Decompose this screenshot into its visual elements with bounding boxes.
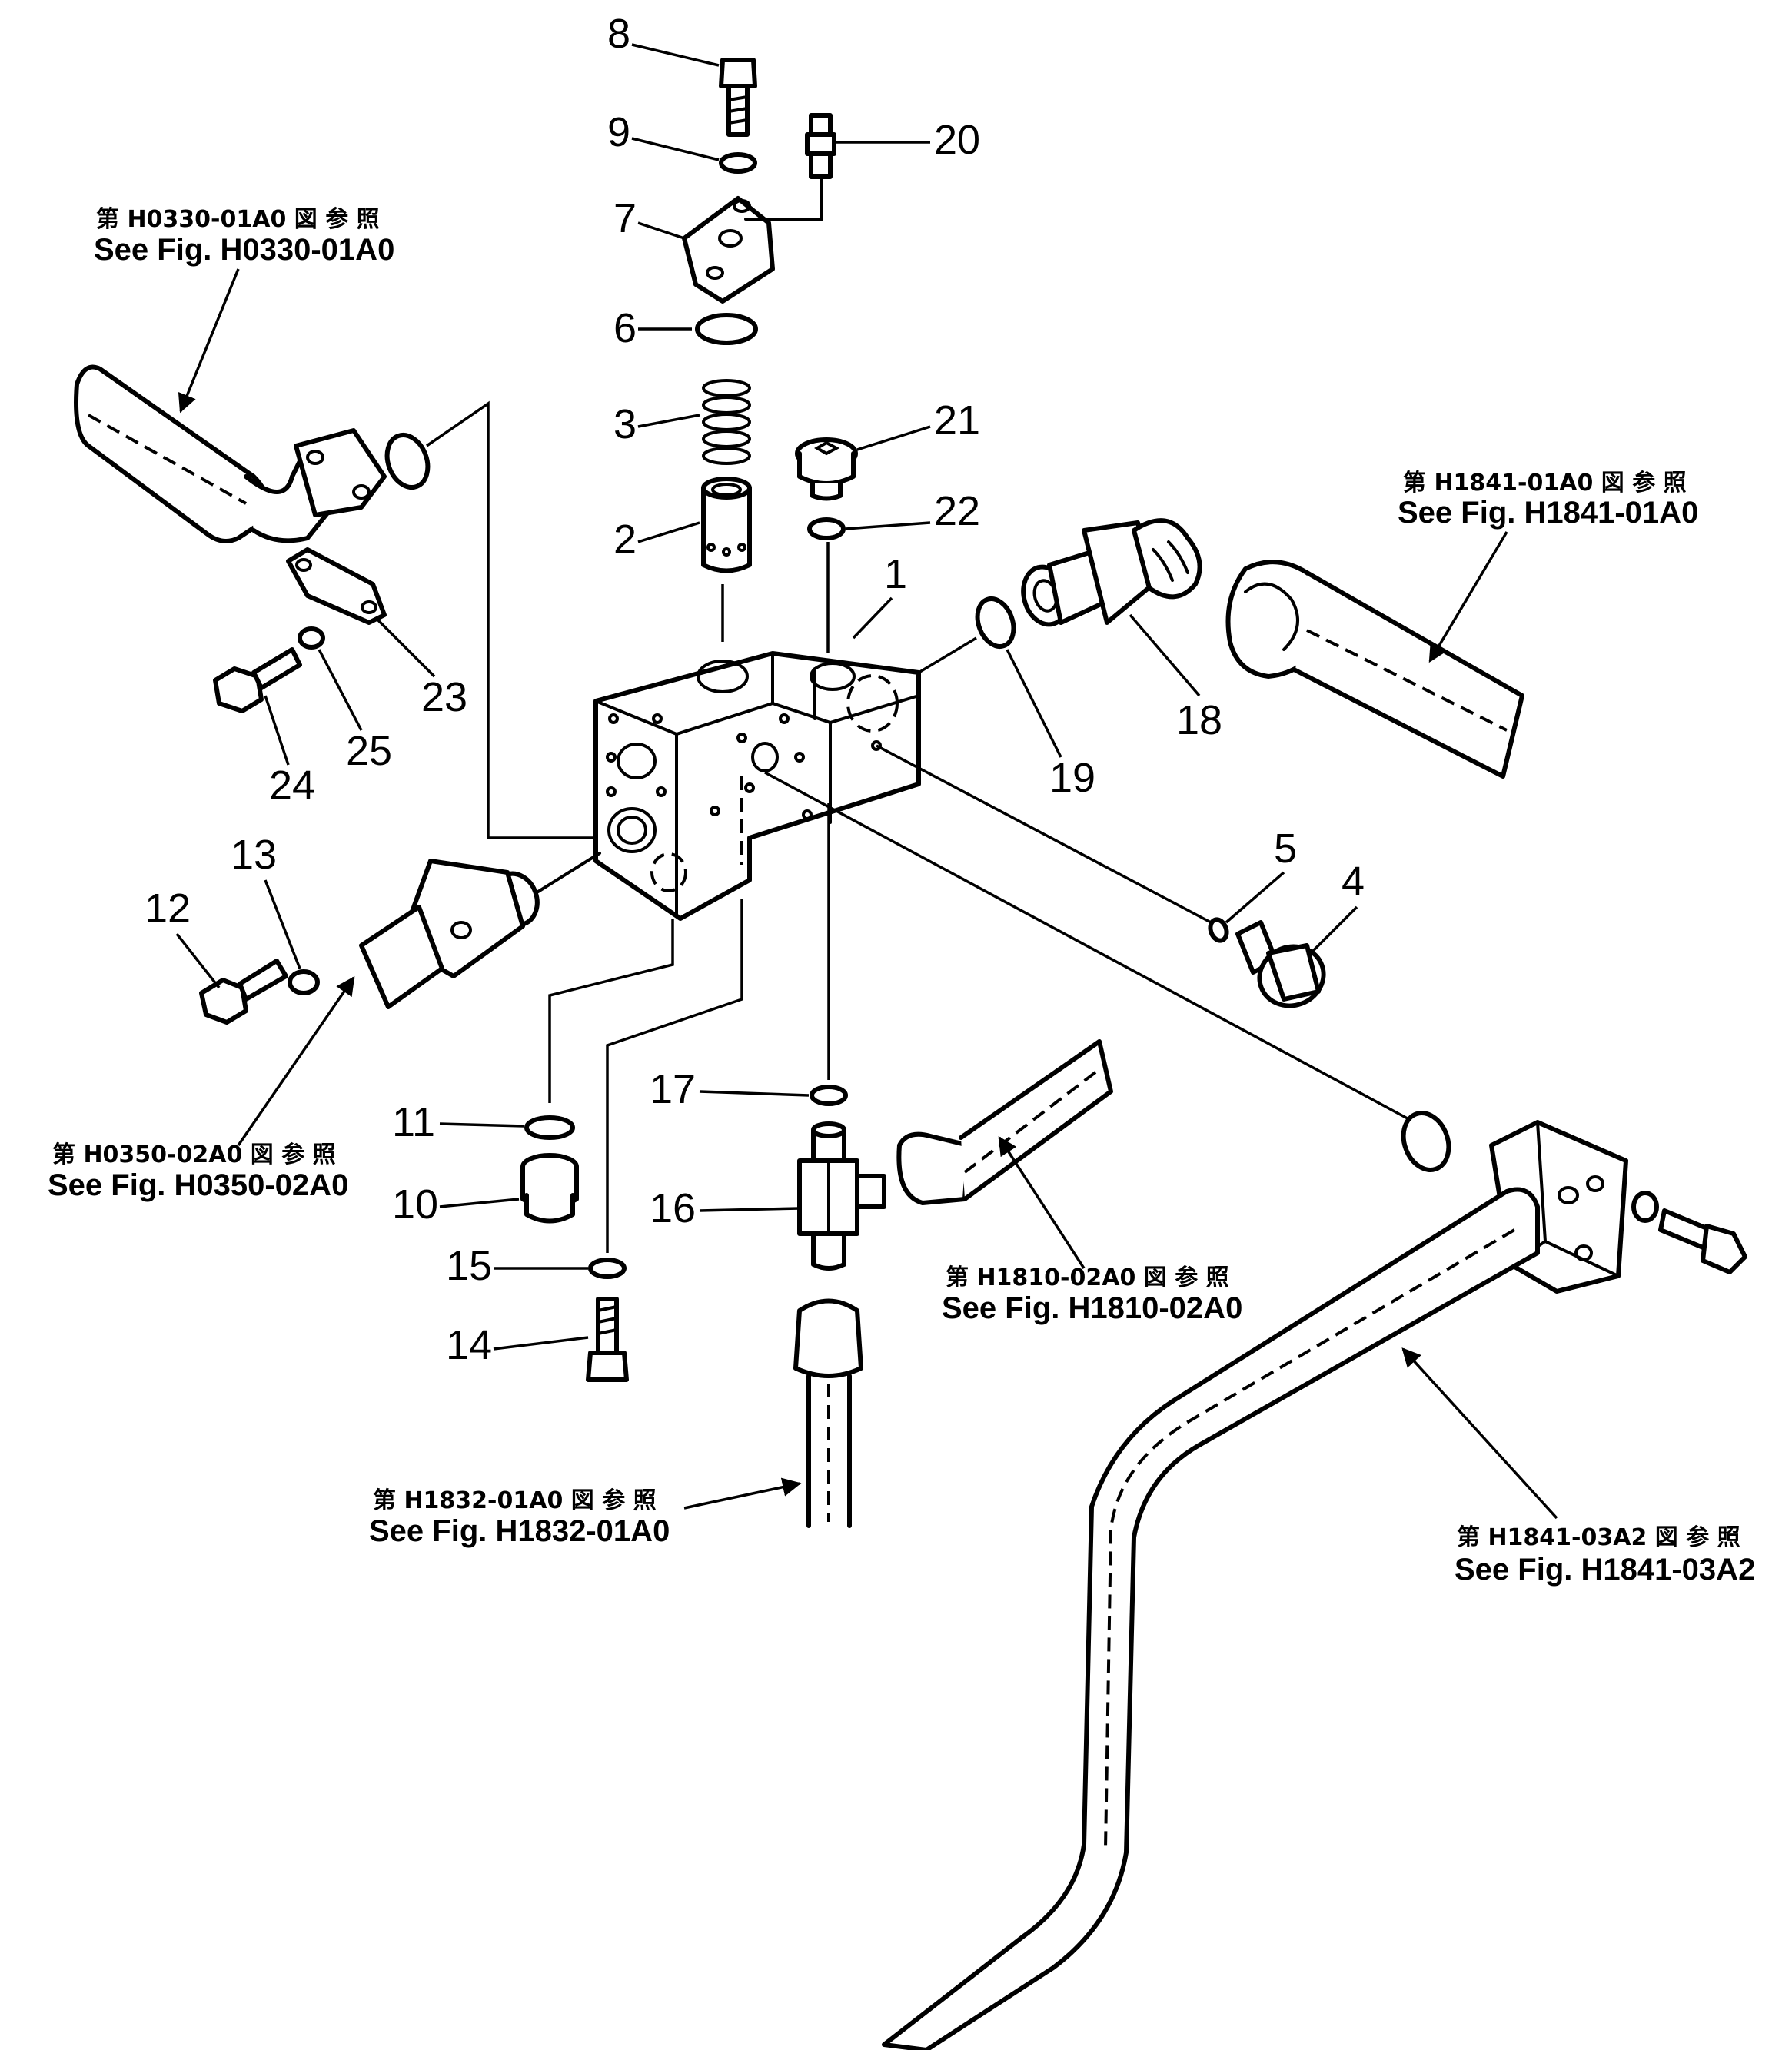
callout-18: 18 — [1176, 697, 1222, 743]
pipe-h1841-03a2 — [882, 1120, 1628, 2050]
callout-25: 25 — [346, 728, 392, 774]
spring-3 — [702, 379, 751, 465]
fitting-20 — [744, 113, 836, 221]
bolt-14-guide-line — [606, 899, 743, 1253]
callout-12: 12 — [145, 885, 191, 932]
callout-21: 21 — [934, 397, 980, 444]
reference-h0350: 第 H0350-02A0 図 参 照 See Fig. H0350-02A0 — [48, 975, 355, 1202]
callout-6: 6 — [613, 305, 637, 351]
right-guide-line — [918, 636, 977, 674]
reference-en: See Fig. H0350-02A0 — [48, 1168, 348, 1202]
elbow-fitting-18 — [1021, 518, 1202, 627]
tee-fitting-16 — [797, 1121, 886, 1271]
reference-jp: 第 H1841-01A0 図 参 照 — [1403, 470, 1687, 497]
washer-right — [1631, 1191, 1659, 1223]
callout-23: 23 — [421, 674, 467, 720]
callout-22: 22 — [934, 488, 980, 534]
callout-9: 9 — [607, 109, 630, 155]
reference-jp: 第 H0350-02A0 図 参 照 — [52, 1141, 336, 1168]
plug-10-guide-line — [548, 919, 674, 1103]
o-ring-6 — [695, 313, 758, 345]
washer-9 — [719, 152, 757, 174]
hose-h1810-02a0 — [896, 1039, 1113, 1205]
left-guide-line — [426, 400, 596, 839]
callout-1: 1 — [884, 551, 907, 597]
callout-16: 16 — [650, 1185, 696, 1231]
hose-h1832-01a0 — [793, 1298, 863, 1528]
plug-21 — [795, 437, 858, 501]
bolt-12 — [199, 959, 288, 1025]
split-flange-23 — [286, 547, 387, 625]
o-ring-5 — [1208, 917, 1229, 943]
reference-en: See Fig. H1832-01A0 — [369, 1514, 670, 1548]
reference-h1810: 第 H1810-02A0 図 参 照 See Fig. H1810-02A0 — [942, 1135, 1242, 1325]
plug-4 — [1235, 920, 1326, 1008]
callout-8: 8 — [607, 11, 630, 57]
plug-4-guide-line — [876, 744, 1212, 924]
callout-19: 19 — [1049, 755, 1095, 801]
hose-h1841-01a0 — [1225, 560, 1524, 779]
reference-h1832: 第 H1832-01A0 図 参 照 See Fig. H1832-01A0 — [369, 1477, 802, 1548]
connector-h0350-02a0 — [359, 852, 601, 1009]
reference-en: See Fig. H1841-03A2 — [1455, 1553, 1755, 1587]
reference-en: See Fig. H0330-01A0 — [94, 233, 394, 267]
spool-2 — [701, 477, 752, 573]
reference-en: See Fig. H1841-01A0 — [1398, 496, 1698, 530]
o-ring-11 — [524, 1115, 575, 1140]
reference-jp: 第 H1832-01A0 図 参 照 — [373, 1487, 657, 1514]
bolt-8 — [719, 58, 757, 137]
reference-h1841-01: 第 H1841-01A0 図 参 照 See Fig. H1841-01A0 — [1398, 470, 1698, 663]
o-ring-left — [384, 433, 431, 490]
plug-10 — [520, 1153, 579, 1224]
callout-10: 10 — [392, 1181, 438, 1228]
callout-5: 5 — [1274, 826, 1297, 872]
callout-14: 14 — [446, 1322, 492, 1368]
bolt-right — [1658, 1208, 1747, 1274]
callout-13: 13 — [231, 832, 277, 878]
callout-2: 2 — [613, 517, 637, 563]
bolt-14 — [586, 1297, 629, 1382]
hose-h0330-01a0 — [74, 364, 387, 543]
reference-h1841-03: 第 H1841-03A2 図 参 照 See Fig. H1841-03A2 — [1401, 1347, 1755, 1587]
washer-25 — [298, 626, 325, 650]
reference-jp: 第 H1841-03A2 図 参 照 — [1457, 1524, 1740, 1551]
callout-4: 4 — [1342, 859, 1365, 905]
callout-20: 20 — [934, 117, 980, 163]
o-ring-17 — [810, 1085, 848, 1106]
washer-13 — [288, 969, 320, 995]
callout-24: 24 — [269, 763, 315, 809]
callout-17: 17 — [650, 1066, 696, 1112]
o-ring-19 — [975, 596, 1016, 649]
callout-3: 3 — [613, 401, 637, 447]
valve-block — [593, 651, 921, 921]
bolt-24 — [213, 647, 302, 713]
callout-15: 15 — [446, 1243, 492, 1289]
washer-15 — [588, 1258, 627, 1279]
reference-jp: 第 H1810-02A0 図 参 照 — [946, 1264, 1229, 1291]
callout-11: 11 — [392, 1099, 435, 1145]
callout-7: 7 — [613, 195, 637, 241]
reference-en: See Fig. H1810-02A0 — [942, 1291, 1242, 1325]
callout-labels: 1 2 3 4 5 6 7 8 9 10 11 12 13 14 15 16 1… — [145, 11, 1365, 1368]
reference-h0330: 第 H0330-01A0 図 参 照 See Fig. H0330-01A0 — [94, 206, 394, 414]
reference-jp: 第 H0330-01A0 図 参 照 — [96, 206, 380, 233]
flange-cover-7 — [682, 196, 775, 304]
flange-guide-line — [764, 771, 1415, 1124]
o-ring-22 — [807, 517, 846, 540]
o-ring-flange — [1401, 1111, 1451, 1172]
